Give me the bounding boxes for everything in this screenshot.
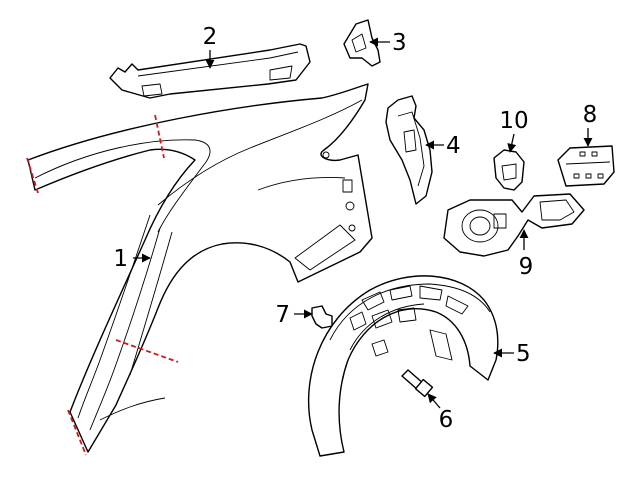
part-wheelhouse-liner	[307, 275, 499, 457]
cut-lines	[26, 114, 179, 456]
cut-line-middle	[115, 339, 179, 363]
part-bolt	[401, 369, 434, 398]
callout-2: 2	[203, 24, 218, 50]
part-side-bracket	[557, 145, 615, 187]
part-inner-bracket	[385, 95, 433, 205]
part-small-bracket	[343, 19, 381, 67]
callout-10: 10	[499, 108, 528, 134]
callout-5: 5	[516, 341, 531, 367]
callout-6: 6	[439, 407, 454, 433]
cut-line-lower	[67, 409, 87, 456]
part-upper-rail	[109, 43, 311, 99]
part-quarter-panel	[27, 83, 373, 453]
callout-8: 8	[583, 102, 598, 128]
part-fuel-door-housing	[443, 193, 585, 257]
callout-4: 4	[446, 133, 461, 159]
callout-1: 1	[113, 246, 128, 272]
leader-lines	[133, 37, 593, 409]
callout-3: 3	[392, 30, 407, 56]
part-actuator	[493, 149, 525, 191]
cut-line-front	[26, 157, 39, 194]
cut-line-upper	[154, 114, 165, 159]
callout-9: 9	[519, 254, 534, 280]
part-plug	[311, 305, 333, 329]
leader-6	[427, 393, 441, 409]
callout-labels: 1 2 3 4 5 6 7 8 9 10	[113, 24, 597, 433]
leader-10	[507, 133, 517, 153]
callout-7: 7	[275, 302, 290, 328]
